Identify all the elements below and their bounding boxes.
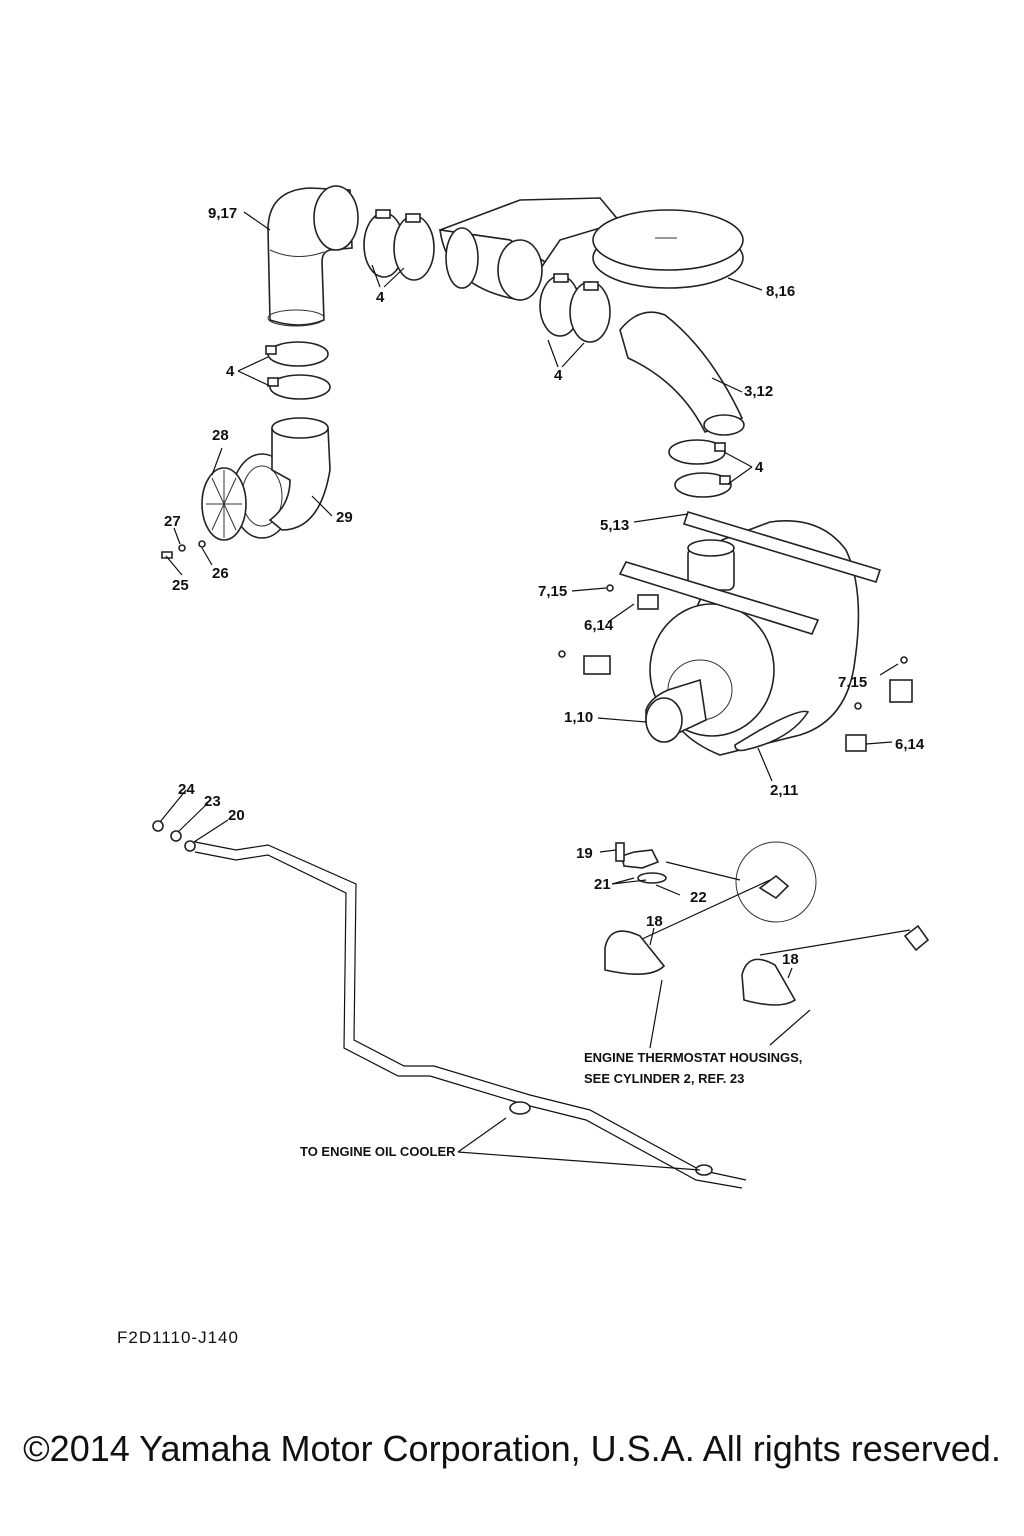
callout-5-13: 5,13 — [600, 517, 629, 534]
callout-25: 25 — [172, 577, 189, 594]
drawing-code: F2D1110-J140 — [117, 1328, 239, 1347]
callout-6-14-left: 6,14 — [584, 617, 614, 634]
note-thermostat-line2: SEE CYLINDER 2, REF. 23 — [584, 1071, 744, 1086]
callout-4-right: 4 — [755, 459, 764, 476]
drain-tray-2-11 — [734, 710, 810, 752]
air-filter-cover-8-16 — [592, 209, 744, 289]
callout-21: 21 — [594, 876, 611, 893]
thermostat-hose-assembly — [604, 841, 930, 1006]
callout-22: 22 — [690, 889, 707, 906]
callout-8-16: 8,16 — [766, 283, 795, 300]
callout-27: 27 — [164, 513, 181, 530]
callout-20: 20 — [228, 807, 245, 824]
bracket-set-6-14 — [558, 584, 913, 752]
callout-23: 23 — [204, 793, 221, 810]
note-oil-cooler: TO ENGINE OIL COOLER — [300, 1144, 456, 1159]
intake-duct-assembly — [439, 197, 622, 301]
elbow-hose-3-12 — [619, 311, 745, 436]
copyright-notice: ©2014 Yamaha Motor Corporation, U.S.A. A… — [23, 1428, 1001, 1469]
bolt-washer-set — [161, 540, 206, 559]
callout-24: 24 — [178, 781, 195, 798]
callout-18-right: 18 — [782, 951, 799, 968]
fitting-set-23-24 — [152, 820, 196, 852]
callout-7-15-right: 7,15 — [838, 674, 867, 691]
callout-9-17: 9,17 — [208, 205, 237, 222]
callout-4-middle: 4 — [554, 367, 563, 384]
callout-2-11: 2,11 — [770, 782, 798, 799]
air-box-1-10 — [645, 520, 860, 756]
hose-clamp-pair-top — [363, 209, 435, 281]
callout-4-left: 4 — [226, 363, 235, 380]
callout-19: 19 — [576, 845, 593, 862]
note-thermostat-line1: ENGINE THERMOSTAT HOUSINGS, — [584, 1050, 802, 1065]
screen-gasket-28 — [201, 467, 247, 541]
hose-clamp-pair-middle — [539, 273, 611, 343]
callout-4-top: 4 — [376, 289, 385, 306]
callout-18-left: 18 — [646, 913, 663, 930]
callout-28: 28 — [212, 427, 229, 444]
hose-clamp-pair-left — [265, 341, 331, 400]
callout-6-14-right: 6,14 — [895, 736, 925, 753]
elbow-duct-9-17 — [267, 185, 359, 327]
callout-29: 29 — [336, 509, 353, 526]
leader-lines — [159, 211, 899, 1171]
callout-7-15-left: 7,15 — [538, 583, 567, 600]
strap-5-13 — [618, 511, 882, 635]
callout-3-12: 3,12 — [744, 383, 773, 400]
coolant-pipe-20 — [194, 841, 747, 1189]
hose-clamp-pair-right — [668, 439, 732, 498]
callout-26: 26 — [212, 565, 229, 582]
elbow-flange-29 — [231, 417, 331, 539]
callout-1-10: 1,10 — [564, 709, 593, 726]
